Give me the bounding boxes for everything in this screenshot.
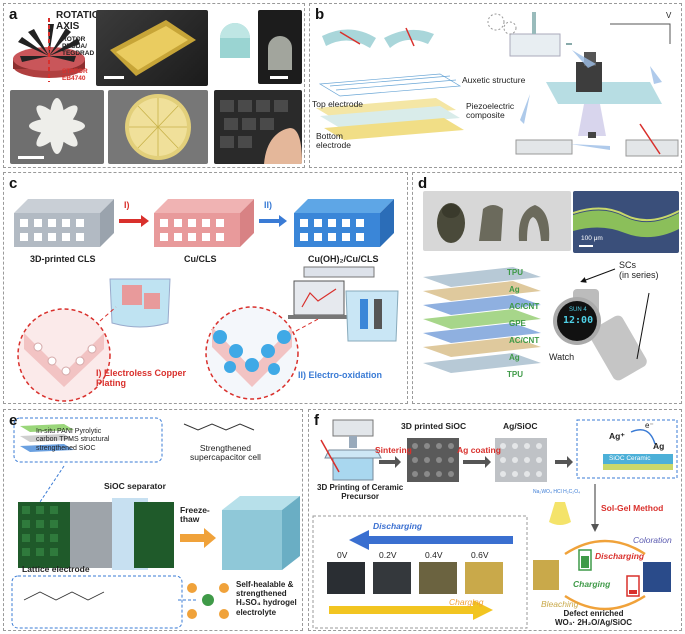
defect-label: Defect enriched WO₃· 2H₂O/Ag/SiOC: [555, 609, 633, 627]
rotor-label: ROTOR PEGDA/ TEGDRAD: [62, 36, 95, 58]
top-electrode-label: Top electrode: [312, 99, 364, 109]
auxetic-sensor-diagram: [316, 12, 679, 157]
charging-arrow-label: Charging: [449, 597, 484, 607]
layer-ag-bottom: Ag: [509, 353, 520, 362]
layer-gpe: GPE: [509, 319, 526, 328]
panel-b-label: b: [315, 6, 325, 23]
supercapacitor-diagram: [11, 417, 300, 629]
layer-ag-top: Ag: [509, 285, 520, 294]
cls-label: 3D-printed CLS: [30, 254, 96, 264]
step1-label: I): [124, 200, 130, 210]
ag-inset-label: Ag: [653, 441, 665, 451]
cycle-charging-label: Charging: [573, 579, 611, 589]
voltage-02v: 0.2V: [379, 550, 397, 560]
cycle-discharging-label: Discharging: [595, 551, 645, 561]
printed-sioc-label: 3D printed SiOC: [401, 421, 467, 431]
printing-label: 3D Printing of Ceramic Precursor: [317, 483, 404, 501]
layer-tpu-top: TPU: [507, 268, 523, 277]
electroless-label: I) Electroless Copper Plating: [96, 368, 187, 388]
capsule-render: [216, 16, 254, 62]
sem-image: [573, 191, 679, 253]
agsioc-label: Ag/SiOC: [503, 421, 538, 431]
voltage-06v: 0.6V: [471, 550, 489, 560]
insitu-label: In-situ PANI Pyrolytic carbon TPMS struc…: [36, 428, 110, 452]
ceramic-label: SiOC Ceramic: [609, 455, 651, 462]
yellow-gear-photo: [96, 10, 208, 86]
auxetic-structure-label: Auxetic structure: [462, 75, 526, 85]
keyboard-photo: [214, 90, 302, 164]
discharging-arrow-label: Discharging: [373, 521, 423, 531]
lattice-electrode-label: Lattice electrode: [22, 564, 90, 574]
panel-b: b Auxetic structure Top electrode Piezoe…: [309, 3, 682, 168]
cls-process-diagram: [14, 199, 399, 402]
solgel-label: Sol-Gel Method: [601, 503, 664, 513]
agcoating-label: Ag coating: [457, 445, 501, 455]
layer-stack-diagram: [423, 267, 650, 381]
scale-label: 100 μm: [581, 235, 603, 242]
v-symbol: V: [666, 11, 672, 20]
agplus-label: Ag⁺: [609, 431, 625, 441]
voltage-04v: 0.4V: [425, 550, 443, 560]
rotation-axis-label: ROTATION AXIS: [56, 10, 107, 32]
watch-time: 12:00: [563, 315, 594, 326]
layer-accnt-bottom: AC/CNT: [509, 336, 540, 345]
cucls-label: Cu/CLS: [184, 254, 217, 264]
electrochromic-diagram: [312, 419, 678, 629]
panel-d: d 100 μm TPU Ag AC/CNT GPE AC/CNT Ag: [412, 172, 682, 404]
watch-day: SUN 4: [569, 307, 587, 313]
coloration-label: Coloration: [633, 535, 672, 545]
panel-f-label: f: [314, 412, 319, 429]
strengthened-cell-label: Strengthened supercapacitor cell: [190, 443, 261, 463]
panel-c-label: c: [9, 175, 18, 192]
panel-a: a ROTATION AXIS ROTOR PEGDA/ TEGDRAD STA…: [3, 3, 305, 168]
freeze-thaw-label: Freeze- thaw: [180, 505, 210, 525]
panel-e-label: e: [9, 412, 18, 429]
beetle-photo: [423, 191, 571, 251]
piezo-label: Piezoelectric composite: [466, 101, 515, 121]
transparent-capsule-photo: [258, 10, 302, 84]
panel-c: c: [3, 172, 408, 404]
selfheal-label: Self-healable & strengthened H₂SO₄ hydro…: [236, 580, 297, 617]
layer-tpu-bottom: TPU: [507, 370, 523, 379]
stator-label: STATOR EB4740: [62, 68, 88, 83]
voltage-0v: 0V: [337, 550, 348, 560]
panel-e: e In-situ PANI Pyrolytic carbon TPMS str…: [3, 409, 303, 631]
bottom-electrode-label: Bottom electrode: [316, 131, 351, 151]
precursors-label: Na₂WO₄ HCl H₂C₂O₄: [533, 489, 581, 495]
scs-label: SCs (in series): [619, 260, 659, 280]
panel-a-label: a: [9, 6, 18, 23]
layer-accnt-top: AC/CNT: [509, 302, 540, 311]
cuohcls-label: Cu(OH)₂/Cu/CLS: [308, 254, 379, 264]
separator-label: SiOC separator: [104, 481, 166, 491]
white-flower-photo: [10, 90, 104, 164]
panel-f: f: [308, 409, 682, 631]
electron-label: e⁻: [645, 421, 654, 430]
bleaching-label: Bleaching: [541, 599, 579, 609]
step2-label: II): [264, 200, 272, 210]
electrooxidation-label: II) Electro-oxidation: [298, 370, 383, 380]
sintering-label: Sintering: [375, 445, 412, 455]
watch-label: Watch: [549, 352, 575, 362]
yellow-disc-photo: [108, 90, 208, 164]
rotor-stator-diagram: [13, 18, 85, 82]
panel-d-label: d: [418, 175, 428, 192]
